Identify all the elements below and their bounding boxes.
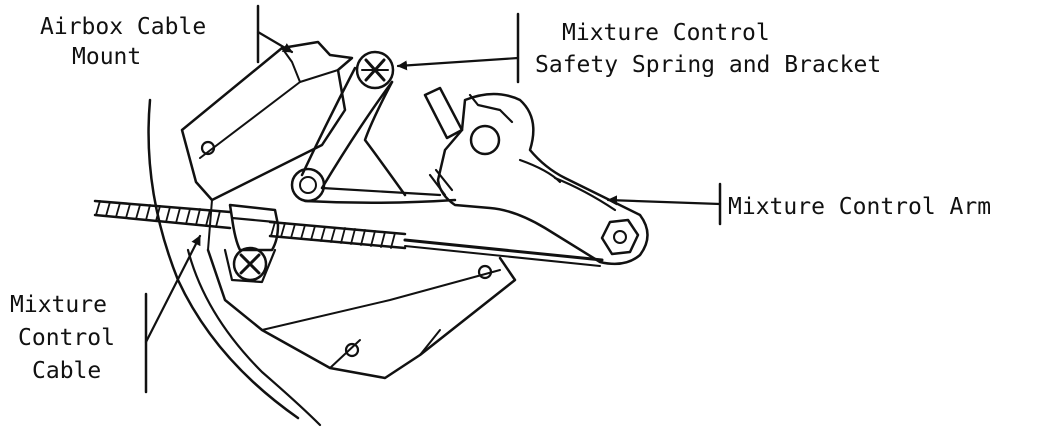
label-airbox-cable-mount: Airbox Cable Mount <box>40 14 206 70</box>
safety-spring-line1: Mixture Control <box>562 20 770 46</box>
mixture-control-cable <box>93 199 604 267</box>
control-cable-line1: Mixture <box>10 292 107 318</box>
control-arm-line1: Mixture Control Arm <box>728 194 991 220</box>
spring-bracket <box>363 80 407 197</box>
label-control-cable: Mixture Control Cable <box>10 292 115 384</box>
upper-screw <box>355 50 395 90</box>
mixture-control-arm <box>423 86 649 266</box>
label-safety-spring: Mixture Control Safety Spring and Bracke… <box>535 20 881 78</box>
safety-spring <box>290 66 457 205</box>
airbox-cable-mount-line2: Mount <box>72 44 141 70</box>
lower-bracket-plate <box>206 248 517 380</box>
control-cable-line3: Cable <box>32 358 101 384</box>
cable-clamp <box>223 203 280 284</box>
label-control-arm: Mixture Control Arm <box>728 194 991 220</box>
control-cable-line2: Control <box>18 325 115 351</box>
airbox-cable-mount-line1: Airbox Cable <box>40 14 206 40</box>
leader-lines <box>144 4 722 394</box>
safety-spring-line2: Safety Spring and Bracket <box>535 52 881 78</box>
